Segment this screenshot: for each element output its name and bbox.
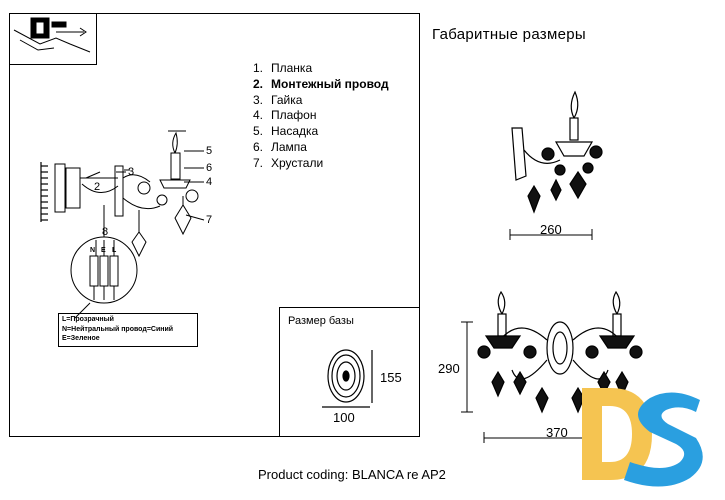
part-item: 5.Насадка <box>253 124 319 139</box>
page-title: Габаритные размеры <box>432 26 586 43</box>
single-width-dimension <box>509 229 593 240</box>
part-item: 1.Планка <box>253 61 313 75</box>
callout-4: 4 <box>206 176 213 188</box>
base-size-box <box>279 307 420 437</box>
legend-line-n: N=Нейтральный провод=Синий <box>62 325 174 333</box>
terminal-e-label: E <box>101 247 106 254</box>
part-item: 7.Хрустали <box>253 155 324 170</box>
double-height-label: 290 <box>438 361 460 376</box>
parts-list: 1.Планка 2.Монтежный провод 3.Гайка 4.Пл… <box>253 61 389 172</box>
single-width-label: 260 <box>540 222 562 237</box>
part-item: 4.Плафон <box>253 108 317 123</box>
wiring-legend: L=Прозрачный N=Нейтральный провод=Синий … <box>58 313 198 347</box>
double-sconce-drawing <box>477 290 643 414</box>
installation-hint-inset <box>9 13 97 65</box>
base-size-title: Размер базы <box>288 315 354 327</box>
double-width-label: 370 <box>546 425 568 440</box>
callout-3: 3 <box>128 166 135 178</box>
part-item: 2.Монтежный провод <box>253 76 389 91</box>
callout-2: 2 <box>94 181 101 193</box>
base-width-label: 100 <box>333 410 355 425</box>
callout-5: 5 <box>206 145 213 157</box>
callout-7: 7 <box>206 214 213 226</box>
single-sconce-drawing <box>511 90 603 214</box>
install-hint-icon <box>13 17 91 53</box>
callout-6: 6 <box>206 162 213 174</box>
legend-line-l: L=Прозрачный <box>62 316 114 323</box>
product-coding: Product coding: BLANCA re AP2 <box>258 467 446 482</box>
part-item: 6.Лампа <box>253 139 307 154</box>
wall-hatch <box>40 162 48 222</box>
ds-logo <box>582 388 703 487</box>
terminal-l-label: L <box>112 247 117 254</box>
base-height-label: 155 <box>380 370 402 385</box>
part-item: 3.Гайка <box>253 92 303 107</box>
legend-line-e: E=Зеленое <box>62 335 100 342</box>
assembly-exploded-view <box>40 130 205 319</box>
base-plate-drawing <box>322 349 373 408</box>
terminal-n-label: N <box>90 247 96 254</box>
callout-8: 8 <box>102 226 109 238</box>
installation-diagram-frame <box>9 13 420 437</box>
